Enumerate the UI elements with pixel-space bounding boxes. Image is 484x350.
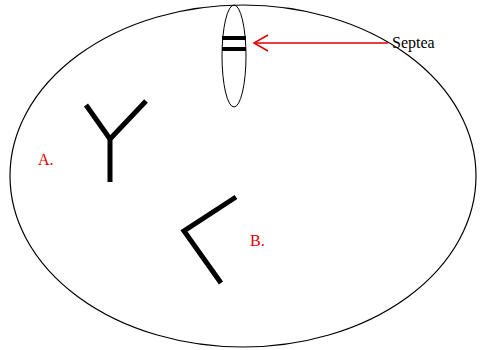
part-letter: B. [250,232,265,250]
septa [222,38,246,49]
branching-hypha [86,101,146,182]
leader-arrow [254,35,388,51]
septate-hypha [222,5,246,107]
angled-hypha [184,197,236,283]
part-letter: A. [38,151,54,169]
callout-label: Septea [392,34,435,52]
dish-outline [10,5,476,347]
